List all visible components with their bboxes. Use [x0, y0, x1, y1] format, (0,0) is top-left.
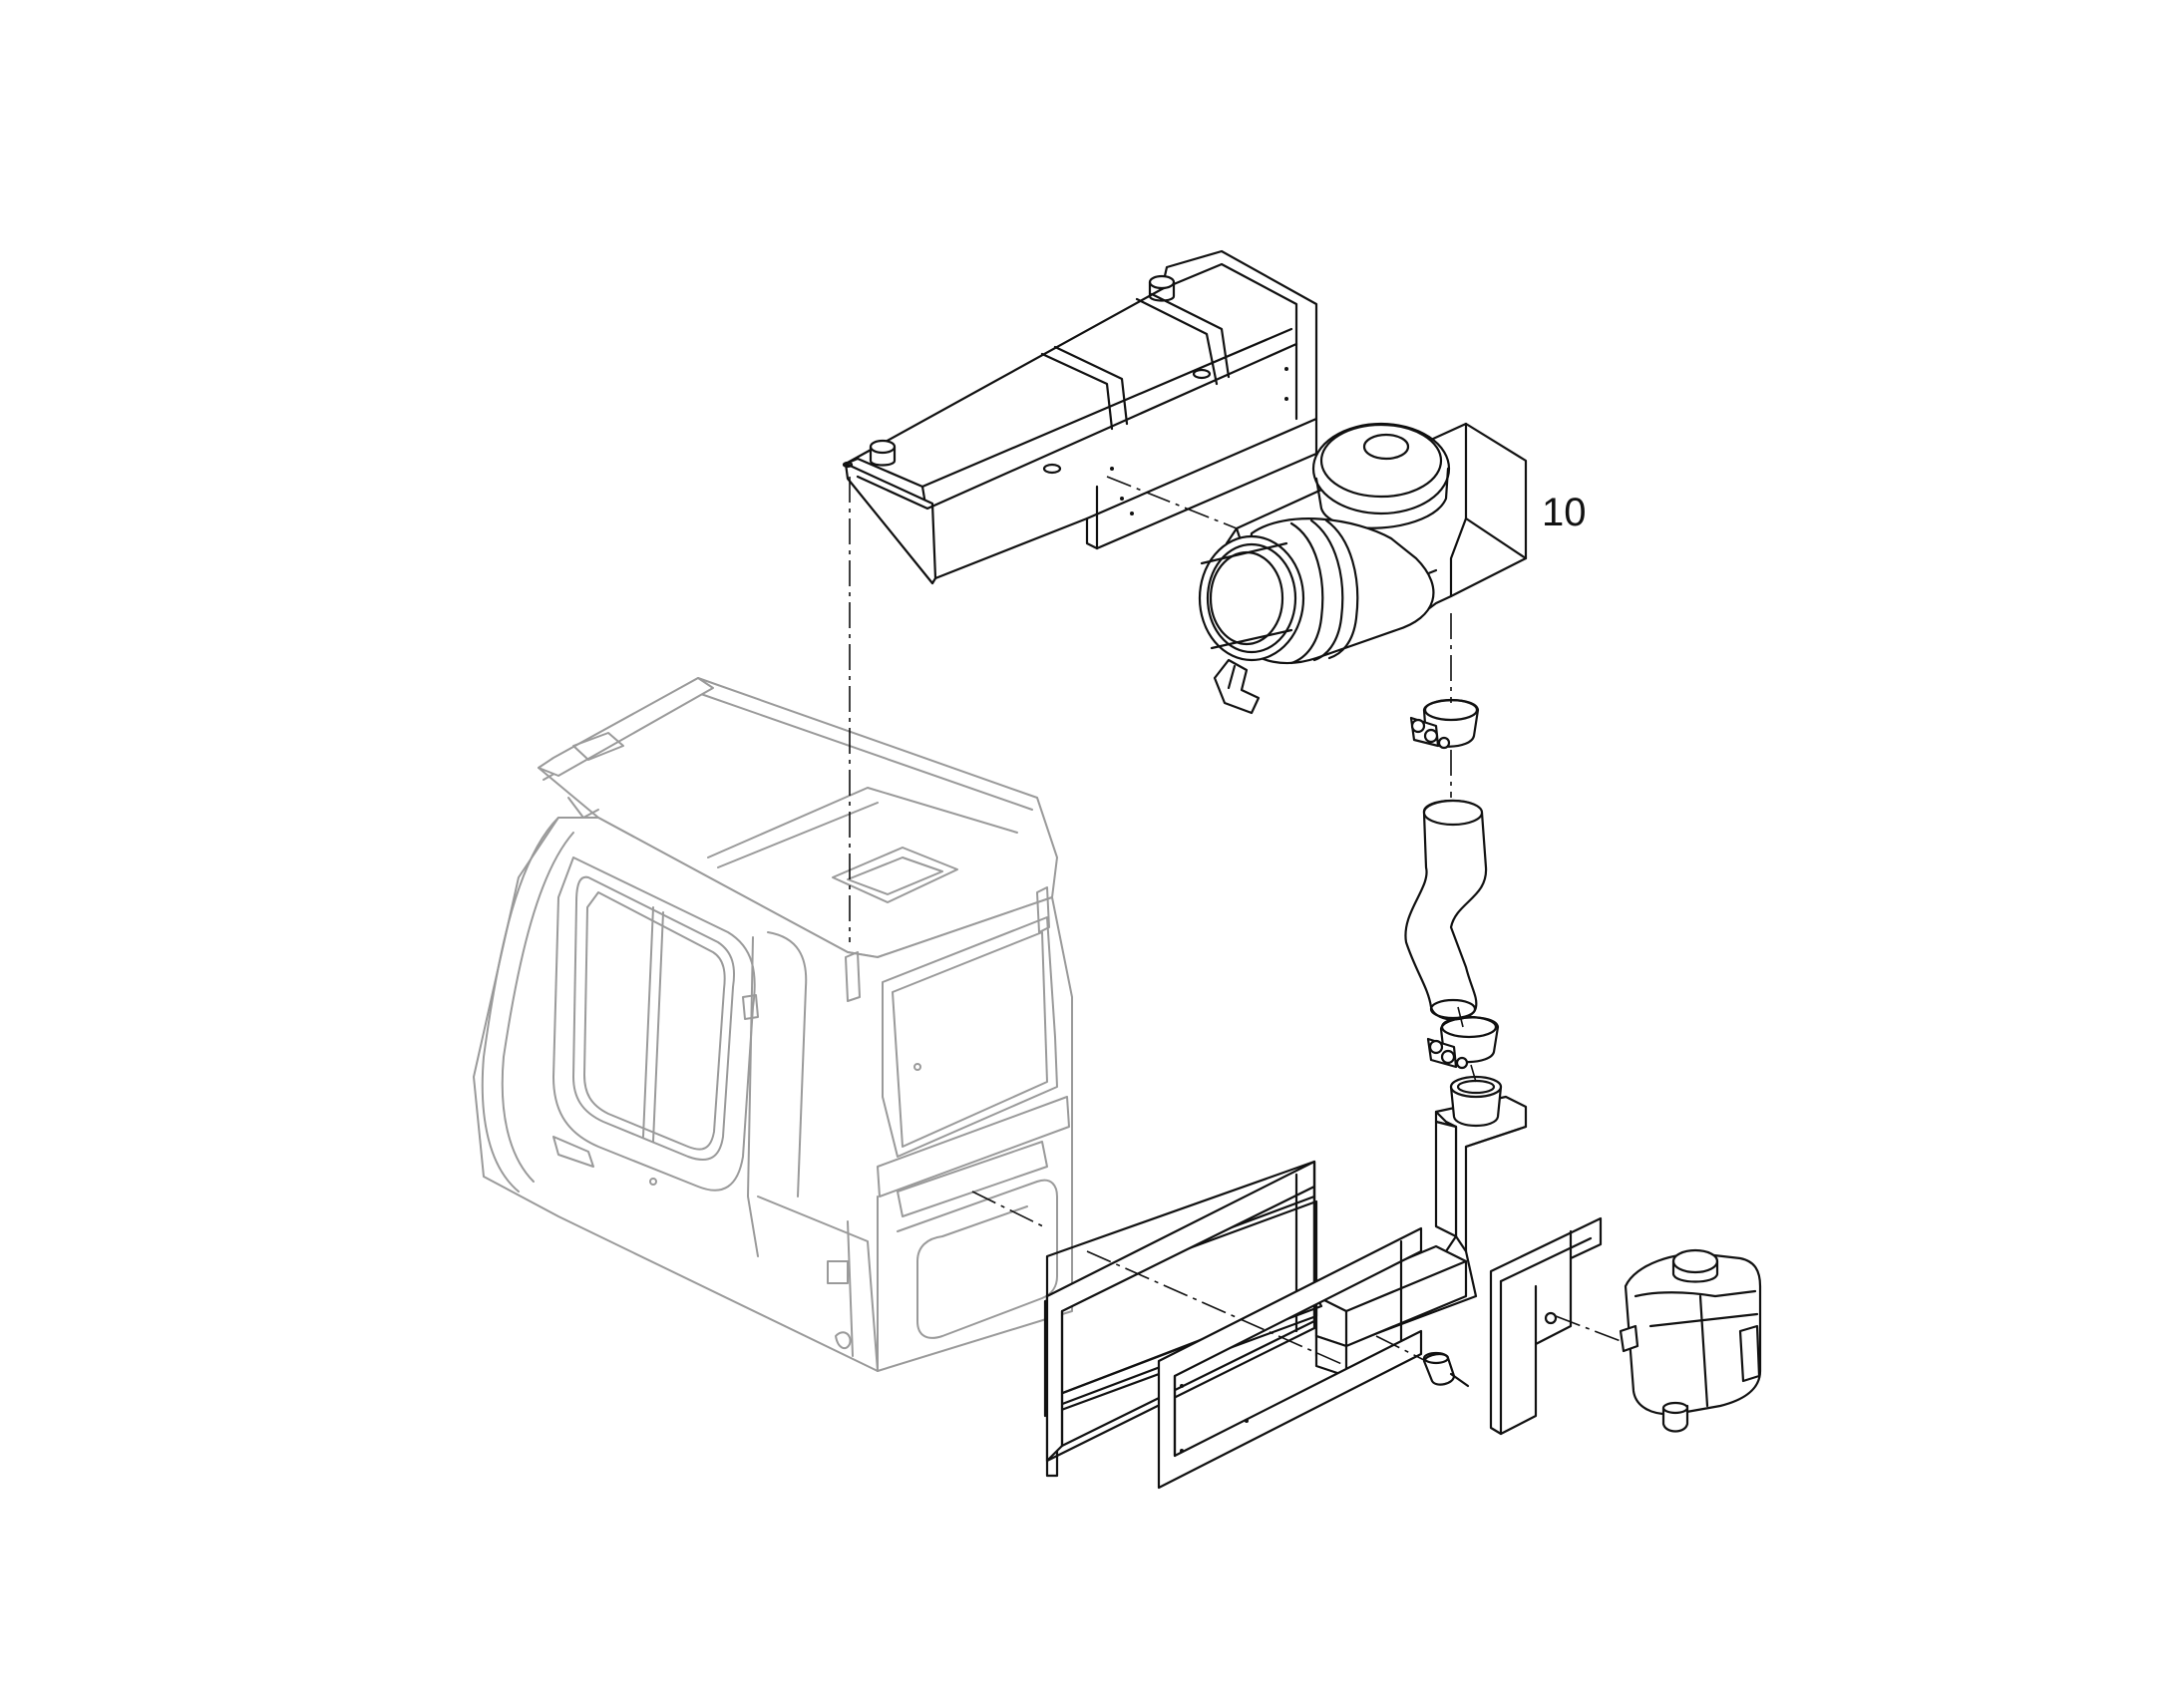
spacer-pin	[1422, 1351, 1470, 1388]
intake-hose	[1404, 799, 1488, 1021]
inlet-pipe-riser	[1314, 1075, 1528, 1378]
air-filter-assembly	[1198, 422, 1528, 715]
expansion-tank	[1619, 1248, 1762, 1433]
operator-cab	[473, 677, 1073, 1372]
upper-hose-clamp	[1409, 698, 1480, 750]
filter-frame-gasket-1	[1045, 1160, 1316, 1463]
filter-frame-gasket-2	[1157, 1226, 1423, 1490]
callout-10-label: 10	[1542, 491, 1587, 534]
mounting-bracket	[1489, 1216, 1603, 1436]
assembly-centerlines	[849, 476, 1622, 1367]
